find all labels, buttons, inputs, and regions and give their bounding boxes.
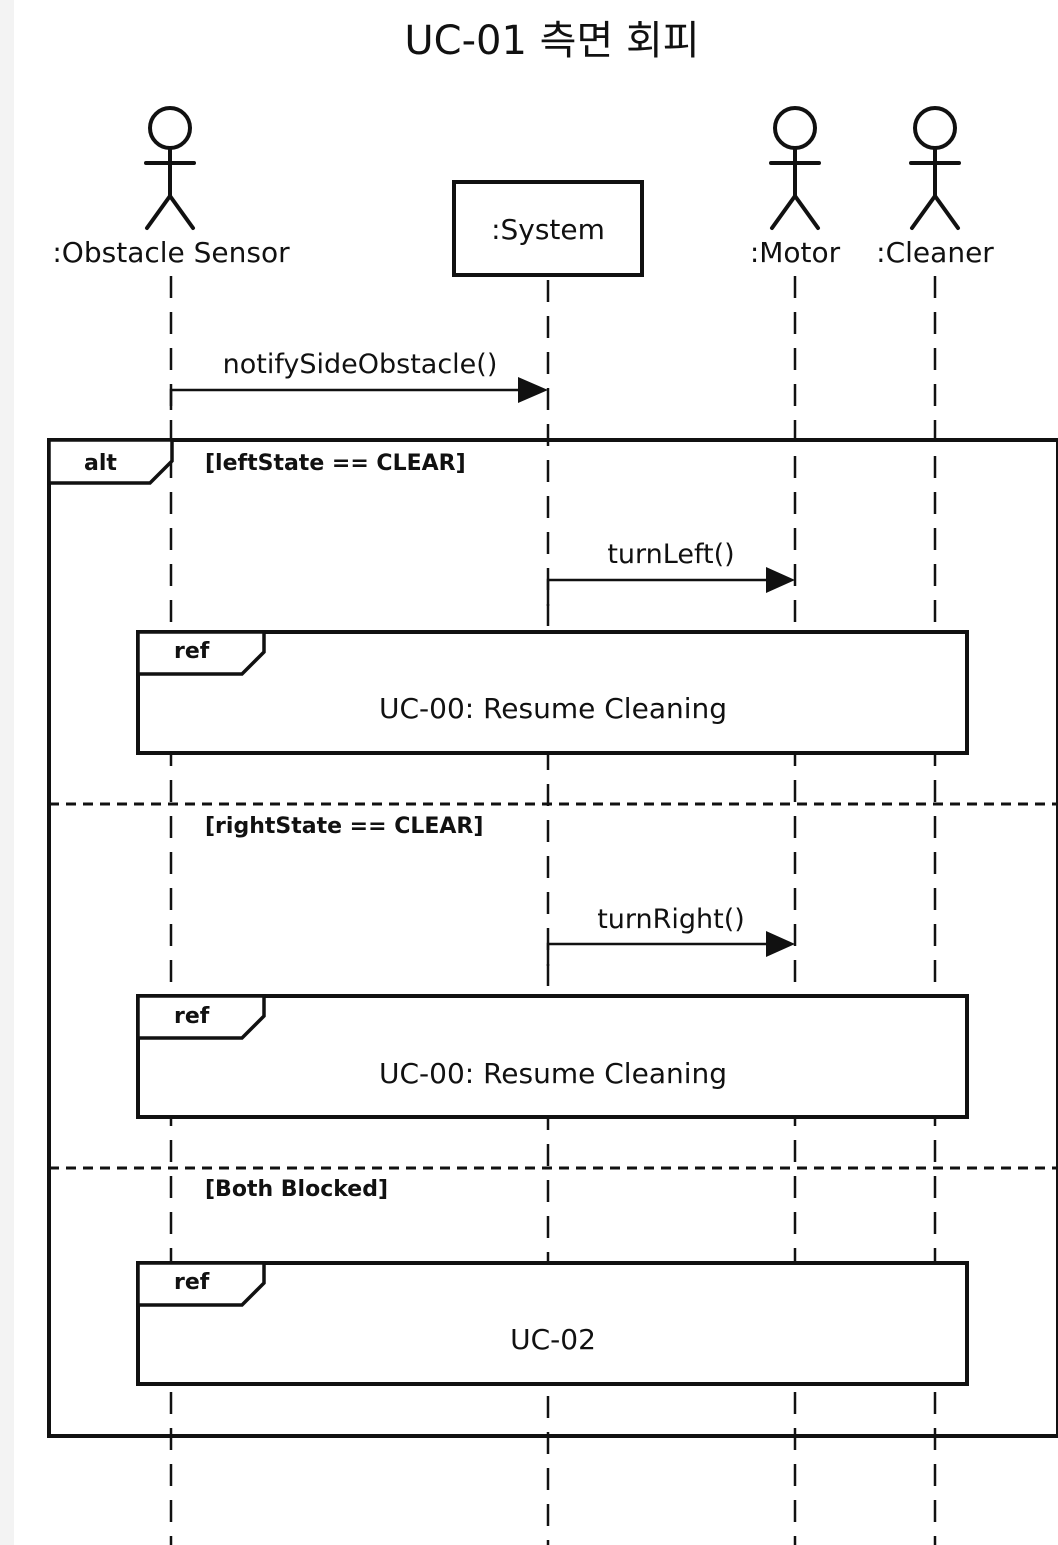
ref-frame-resume-cleaning-2 [136,994,969,1119]
object-label-system: :System [491,213,605,246]
ref-text-resume-cleaning-1: UC-00: Resume Cleaning [379,692,727,725]
guard-right-state-clear: [rightState == CLEAR] [205,814,483,839]
diagram-title: UC-01 측면 회피 [404,18,699,64]
ref-keyword-1: ref [174,639,210,664]
message-arrow-turn-right [546,942,768,966]
message-label-turn-right: turnRight() [597,904,745,935]
actor-obstacle-sensor [144,106,196,230]
alt-frame-tab [47,438,174,485]
ref-frame-tab-3 [136,1261,266,1307]
alt-frame [47,438,1058,1438]
message-label-turn-left: turnLeft() [607,539,734,570]
actor-motor [769,106,821,230]
actor-label-cleaner: :Cleaner [876,236,994,269]
ref-frame-uc-02 [136,1261,969,1386]
actor-label-obstacle-sensor: :Obstacle Sensor [52,236,290,269]
message-arrow-turn-left [546,578,768,606]
ref-frame-tab-1 [136,630,266,676]
actor-label-motor: :Motor [750,236,841,269]
message-arrow-notify-side-obstacle [169,388,520,410]
message-label-notify-side-obstacle: notifySideObstacle() [223,349,498,380]
alt-keyword: alt [84,451,117,476]
ref-frame-tab-2 [136,994,266,1040]
arrowhead-turn-left [766,567,795,593]
ref-keyword-2: ref [174,1004,210,1029]
ref-keyword-3: ref [174,1270,210,1295]
ref-frame-resume-cleaning-1 [136,630,969,755]
object-system-box [452,180,644,277]
arrowhead-notify-side-obstacle [518,377,548,403]
actor-cleaner [909,106,961,230]
guard-both-blocked: [Both Blocked] [205,1177,388,1202]
ref-text-resume-cleaning-2: UC-00: Resume Cleaning [379,1057,727,1090]
ref-text-uc-02: UC-02 [510,1323,596,1356]
arrowhead-turn-right [766,931,795,957]
guard-left-state-clear: [leftState == CLEAR] [205,451,466,476]
